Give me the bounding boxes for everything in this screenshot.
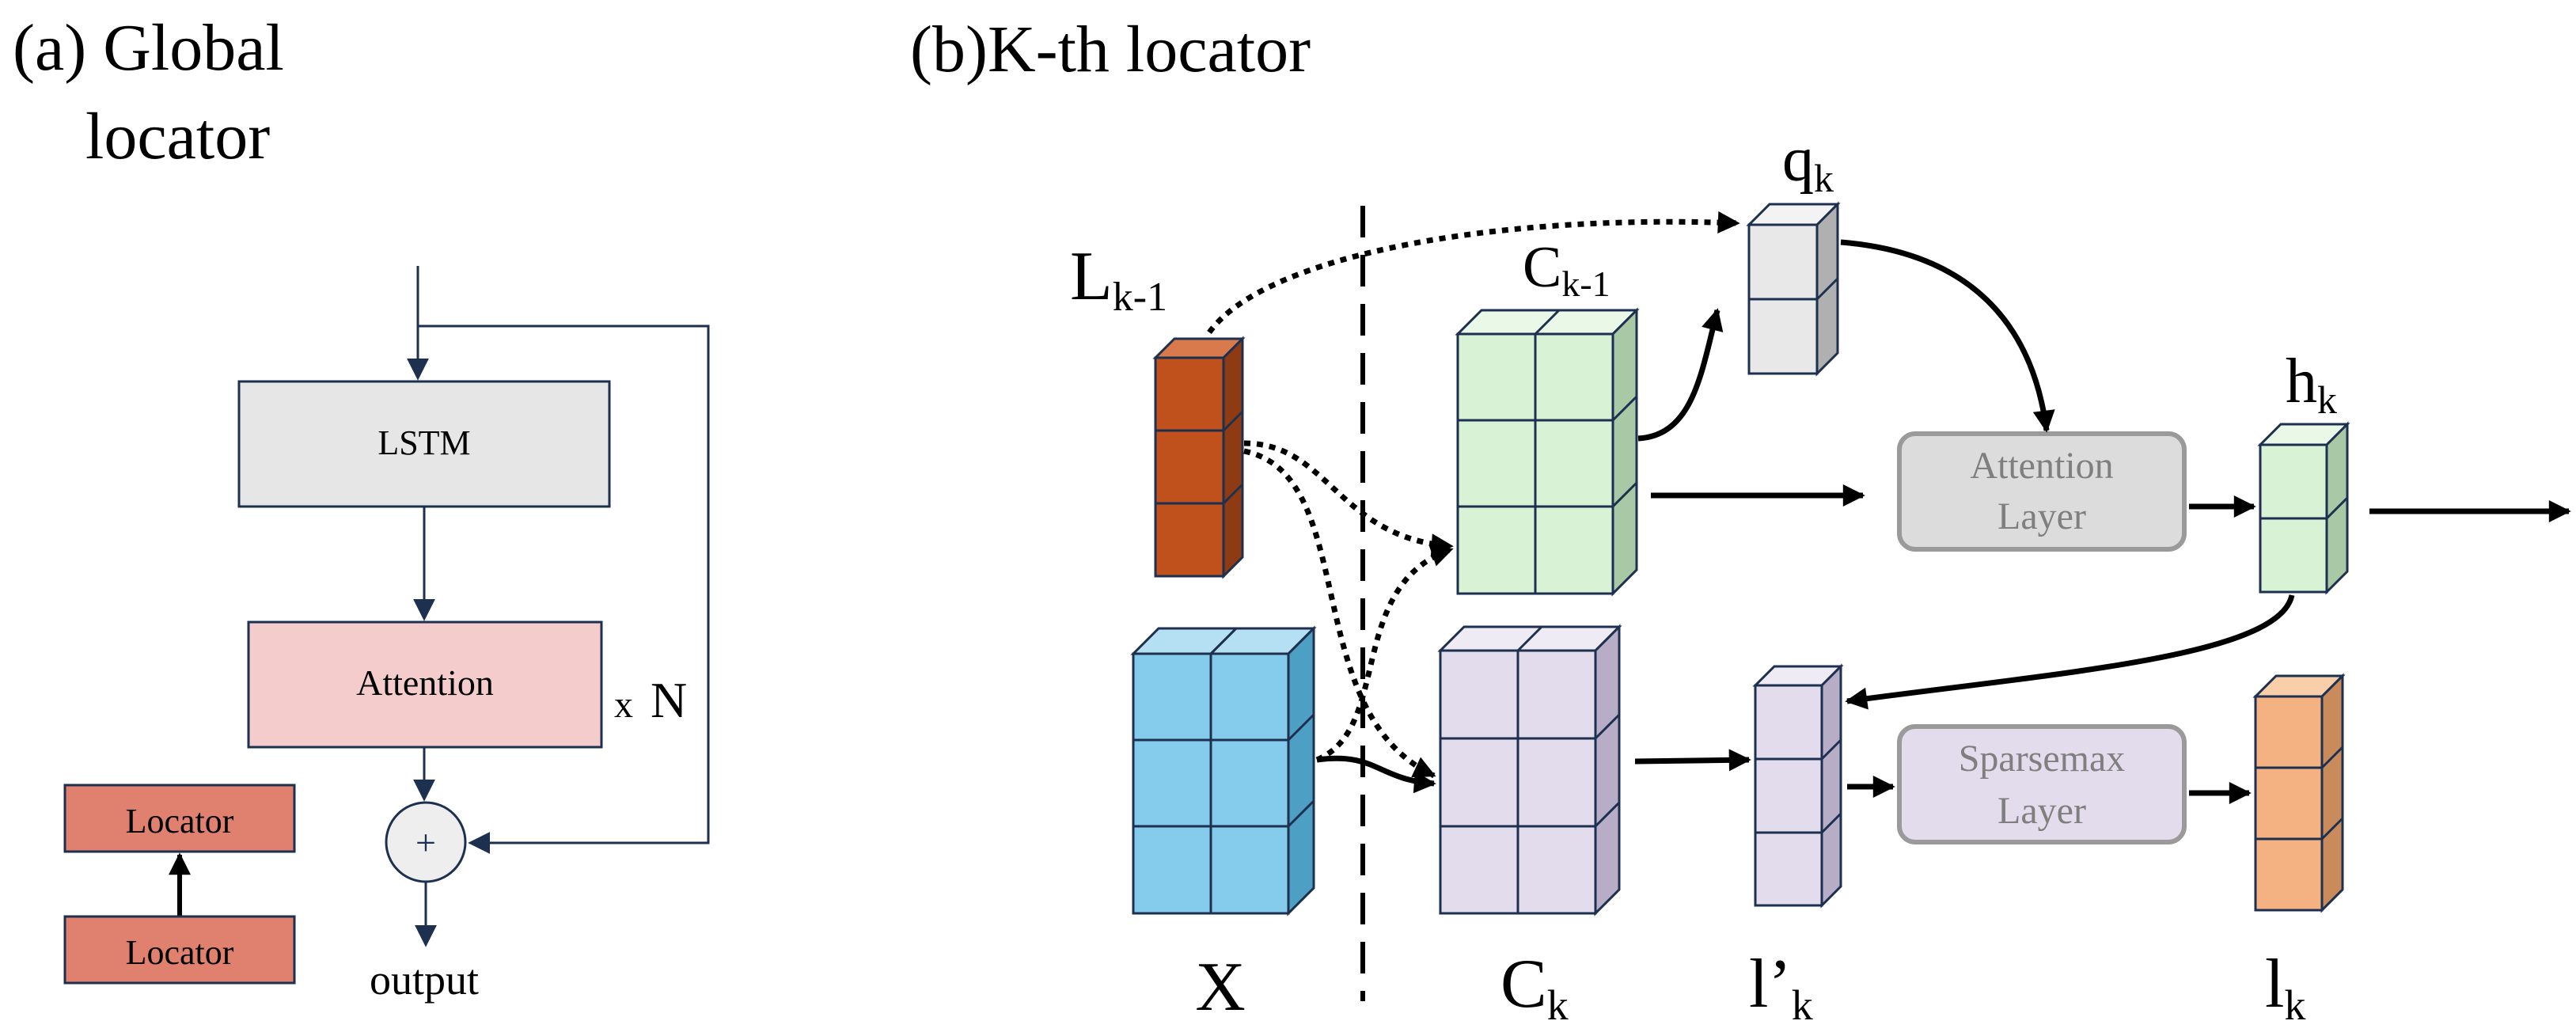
panel-b-title: (b)K-th locator	[910, 13, 1311, 86]
arrow-X-to-Ck	[1316, 755, 1436, 794]
label-l-k: lk	[2265, 946, 2305, 1029]
dotted-arrow-X-to-Cprev	[1315, 545, 1454, 763]
dotted-arrow-L-to-Ck	[1243, 448, 1436, 779]
arrow-Ck-to-lprime	[1634, 749, 1751, 772]
label-X: X	[1195, 949, 1246, 1026]
sparsemax-layer-box	[1897, 724, 2187, 844]
sparsemax-layer-label-line1: Sparsemax	[1959, 738, 2126, 780]
panel-a-title-line1: (a) Global	[13, 11, 284, 85]
panel-a: (a) Global locator LSTM Attention x N + …	[13, 11, 710, 1004]
label-l-prime-k: l’k	[1749, 946, 1813, 1029]
label-L-k-minus-1: Lk-1	[1070, 238, 1167, 320]
residual-loop-line	[418, 324, 710, 854]
attention-layer-label-line1: Attention	[1970, 445, 2113, 487]
locator-bottom-label: Locator	[126, 933, 234, 972]
sparsemax-layer-label-line2: Layer	[1997, 790, 2086, 832]
attention-layer-label-line2: Layer	[1997, 495, 2086, 537]
tensor-l-prime-k	[1752, 663, 1844, 909]
locator-top-label: Locator	[126, 802, 234, 841]
attention-label: Attention	[356, 662, 494, 703]
lstm-box	[237, 380, 611, 508]
dotted-arrow-L-to-Cprev	[1243, 440, 1454, 556]
tensor-l-k	[2252, 673, 2346, 913]
locator-bottom-box	[63, 915, 296, 985]
tensor-h-k	[2257, 421, 2350, 595]
arrow-q-to-attention	[1840, 239, 2055, 433]
attention-box	[247, 620, 603, 749]
label-C-k-minus-1: Ck-1	[1523, 235, 1610, 304]
label-q-k: qk	[1782, 125, 1834, 200]
locator-top-box	[63, 784, 296, 853]
label-h-k: hk	[2286, 347, 2337, 422]
attention-layer-box	[1897, 431, 2187, 552]
tensor-X	[1130, 625, 1317, 916]
tensor-C-k	[1437, 624, 1622, 916]
lstm-label: LSTM	[377, 423, 470, 462]
tensor-L-k-minus-1	[1152, 336, 1246, 579]
repeat-n-label: N	[651, 672, 687, 728]
panel-a-title-line2: locator	[85, 100, 270, 173]
arrow-h-to-lprime	[1845, 594, 2295, 710]
label-C-k: Ck	[1500, 946, 1569, 1029]
dotted-arrow-L-to-q	[1207, 211, 1740, 335]
panel-b: (b)K-th locator	[910, 13, 2571, 1029]
repeat-x-label: x	[614, 684, 633, 726]
plus-symbol: +	[415, 822, 436, 863]
tensor-q-k	[1746, 201, 1841, 377]
arrow-Cprev-to-q	[1637, 308, 1724, 442]
tensor-C-k-minus-1	[1455, 307, 1640, 597]
output-label: output	[370, 956, 479, 1004]
